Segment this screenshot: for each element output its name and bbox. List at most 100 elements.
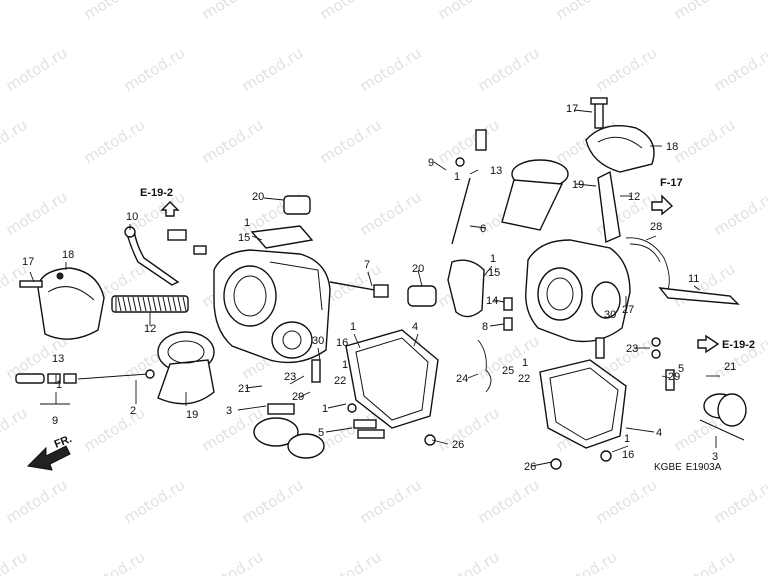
ref-label-f17: F-17 bbox=[660, 177, 683, 189]
leader-line bbox=[433, 161, 447, 171]
callout-c26: 26 bbox=[452, 439, 464, 451]
part-20-link-right bbox=[407, 285, 437, 307]
part-12-spring-right bbox=[597, 170, 621, 244]
watermark-text: motod.ru bbox=[475, 44, 543, 96]
callout-c56: 26 bbox=[524, 461, 536, 473]
leader-line bbox=[661, 375, 671, 379]
watermark-text: motod.ru bbox=[81, 404, 149, 456]
part-19-piston-left bbox=[157, 331, 215, 405]
part-28-tube bbox=[625, 237, 740, 305]
callout-c9: 19 bbox=[186, 409, 198, 421]
spring-coil bbox=[117, 296, 122, 312]
callout-c24: 5 bbox=[318, 427, 324, 439]
part-24-spring bbox=[477, 339, 492, 393]
part-3-float-right bbox=[699, 393, 747, 441]
callout-c37: 8 bbox=[482, 321, 488, 333]
watermark-text: motod.ru bbox=[553, 0, 621, 23]
watermark-text: motod.ru bbox=[435, 404, 503, 456]
watermark-text: motod.ru bbox=[711, 44, 768, 96]
watermark-text: motod.ru bbox=[357, 476, 425, 528]
watermark-text: motod.ru bbox=[199, 116, 267, 168]
callout-c1: 17 bbox=[22, 256, 34, 268]
callout-c18: 1 bbox=[350, 321, 356, 333]
callout-c15: 3 bbox=[226, 405, 232, 417]
leader-line bbox=[483, 265, 493, 277]
callout-c10: 20 bbox=[252, 191, 264, 203]
watermark-text: motod.ru bbox=[239, 476, 307, 528]
callout-c25: 4 bbox=[412, 321, 418, 333]
part-18-cover-left bbox=[37, 267, 105, 340]
callout-c13: 7 bbox=[364, 259, 370, 271]
watermark-text: motod.ru bbox=[0, 116, 30, 168]
leader-line bbox=[603, 315, 613, 319]
part-18-cover-right bbox=[585, 125, 655, 173]
spring-coil bbox=[162, 296, 167, 312]
part-2-needle-assembly bbox=[15, 369, 155, 384]
part-17-screw-right bbox=[590, 97, 608, 129]
part-4-float-chamber-right bbox=[539, 359, 627, 449]
part-15-gasket-right bbox=[447, 259, 485, 318]
callout-c11: 1 bbox=[244, 217, 250, 229]
leader-line bbox=[611, 445, 629, 453]
leader-line bbox=[575, 183, 597, 187]
leader-line bbox=[573, 109, 593, 113]
watermark-text: motod.ru bbox=[81, 116, 149, 168]
callout-c16: 23 bbox=[284, 371, 296, 383]
callout-c41: 18 bbox=[666, 141, 678, 153]
callout-c30: 6 bbox=[480, 223, 486, 235]
watermark-text: motod.ru bbox=[435, 116, 503, 168]
watermark-text: motod.ru bbox=[593, 476, 661, 528]
callout-c23: 1 bbox=[322, 403, 328, 415]
watermark-text: motod.ru bbox=[593, 44, 661, 96]
leader-line bbox=[325, 427, 353, 433]
part-10-cable bbox=[124, 226, 180, 286]
watermark-text: motod.ru bbox=[81, 548, 149, 576]
leader-line bbox=[645, 235, 657, 241]
watermark-text: motod.ru bbox=[671, 0, 739, 23]
diagram-code: KGBE E1903A bbox=[654, 462, 722, 473]
callout-c51: 21 bbox=[724, 361, 736, 373]
leader-line bbox=[625, 427, 655, 433]
watermark-text: motod.ru bbox=[357, 188, 425, 240]
watermark-text: motod.ru bbox=[199, 0, 267, 23]
callout-c39: 25 bbox=[502, 365, 514, 377]
leader-line bbox=[693, 285, 701, 291]
watermark-text: motod.ru bbox=[239, 44, 307, 96]
callout-c36: 14 bbox=[486, 295, 498, 307]
callout-c27: 9 bbox=[428, 157, 434, 169]
watermark-text: motod.ru bbox=[357, 44, 425, 96]
watermark-text: motod.ru bbox=[317, 548, 385, 576]
callout-c38: 24 bbox=[456, 373, 468, 385]
callout-c46: 23 bbox=[626, 343, 638, 355]
leader-line bbox=[237, 405, 267, 411]
front-direction-arrow: FR. bbox=[26, 433, 74, 471]
watermark-text: motod.ru bbox=[121, 44, 189, 96]
callout-c54: 1 bbox=[624, 433, 630, 445]
ref-arrow-e19-left: E-19-2 bbox=[140, 187, 180, 217]
part-20-link bbox=[167, 195, 311, 255]
watermark-text: motod.ru bbox=[3, 476, 71, 528]
part-7-shaft bbox=[329, 281, 389, 298]
leader-line bbox=[469, 169, 479, 175]
callout-c8: 2 bbox=[130, 405, 136, 417]
callout-c50: 29 bbox=[668, 371, 680, 383]
watermark-text: motod.ru bbox=[435, 548, 503, 576]
callout-c19: 16 bbox=[336, 337, 348, 349]
leader-line bbox=[467, 373, 479, 379]
ref-arrow-f17: F-17 bbox=[651, 177, 683, 216]
jets-left bbox=[311, 359, 436, 446]
callout-c52: 3 bbox=[712, 451, 718, 463]
callout-c45: 30 bbox=[604, 309, 616, 321]
part-3-float-left bbox=[253, 403, 325, 459]
watermark-text: motod.ru bbox=[199, 548, 267, 576]
leader-line bbox=[251, 235, 263, 241]
callout-c17: 30 bbox=[312, 335, 324, 347]
watermark-text: motod.ru bbox=[3, 44, 71, 96]
spring-coil bbox=[157, 296, 162, 312]
watermark-text: motod.ru bbox=[0, 404, 30, 456]
callout-c12: 15 bbox=[238, 232, 250, 244]
callout-c32: 12 bbox=[628, 191, 640, 203]
ref-label-e19-right: E-19-2 bbox=[722, 339, 755, 351]
leader-line bbox=[431, 439, 449, 445]
